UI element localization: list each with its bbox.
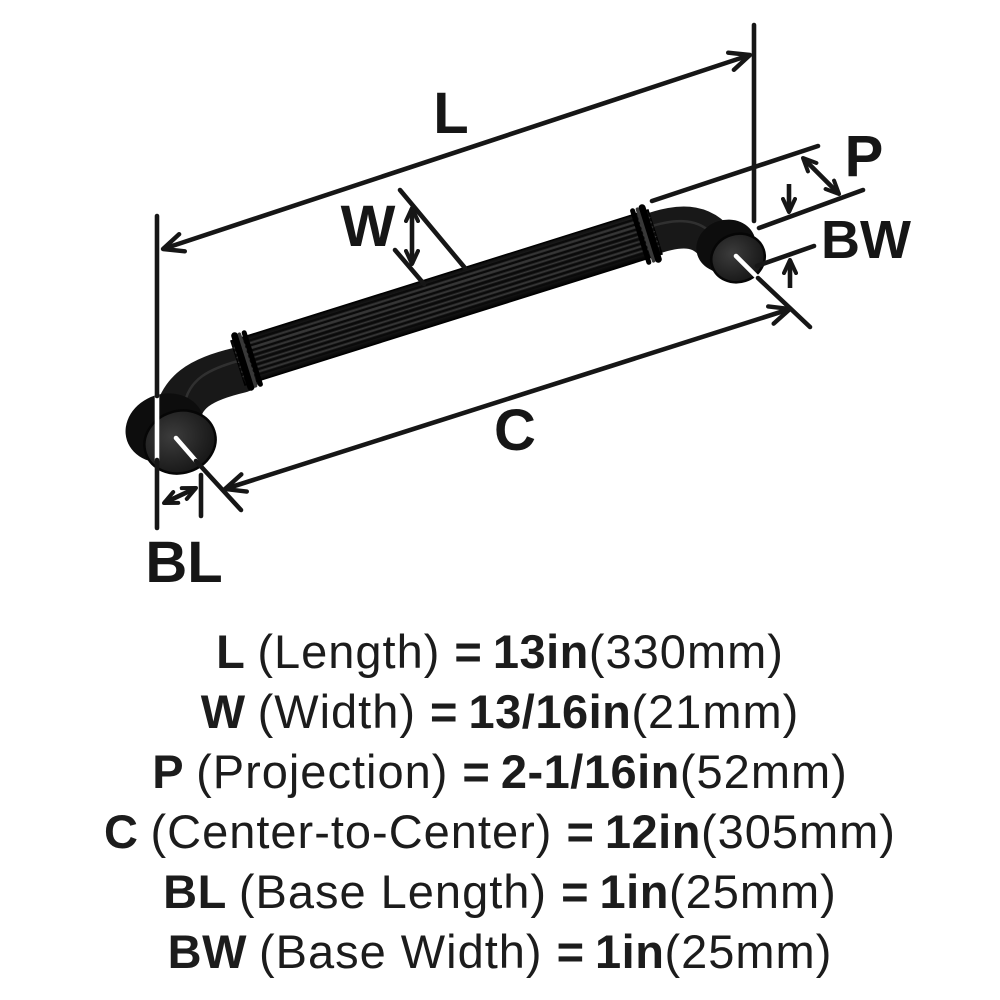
spec-row-base-width: BW (Base Width) = 1in (25mm) bbox=[168, 922, 833, 982]
spec-row-center-to-center: C (Center-to-Center) = 12in (305mm) bbox=[104, 802, 896, 862]
spec-symbol: W bbox=[200, 685, 246, 738]
spec-symbol: BL bbox=[163, 865, 227, 918]
diagram-labels: L W P BW C BL bbox=[145, 81, 911, 595]
spec-metric: (25mm) bbox=[664, 925, 833, 978]
spec-metric: (305mm) bbox=[700, 805, 896, 858]
spec-metric: (52mm) bbox=[679, 745, 848, 798]
dimension-lines bbox=[160, 50, 841, 506]
spec-name: (Base Width) bbox=[258, 925, 543, 978]
spec-symbol: BW bbox=[167, 925, 247, 978]
spec-value: 2-1/16in bbox=[500, 745, 680, 798]
bw-label: BW bbox=[821, 210, 911, 270]
c-extension-right-white-segment bbox=[733, 253, 761, 281]
spec-metric: (21mm) bbox=[631, 685, 800, 738]
c-extension-line-left bbox=[193, 458, 244, 513]
spec-metric: (330mm) bbox=[588, 625, 784, 678]
spec-equals: = bbox=[430, 685, 458, 738]
spec-name: (Center-to-Center) bbox=[150, 805, 553, 858]
c-extension-line-right bbox=[755, 275, 813, 330]
p-label: P bbox=[845, 124, 884, 189]
spec-equals: = bbox=[566, 805, 594, 858]
spec-row-length: L (Length) = 13in (330mm) bbox=[216, 622, 784, 682]
p-tick-upper bbox=[649, 143, 821, 204]
spec-value: 1in bbox=[595, 925, 665, 978]
spec-name: (Projection) bbox=[196, 745, 449, 798]
spec-metric: (25mm) bbox=[668, 865, 837, 918]
spec-equals: = bbox=[561, 865, 589, 918]
c-label: C bbox=[494, 398, 536, 463]
l-dimension-line bbox=[160, 50, 753, 254]
spec-name: (Length) bbox=[257, 625, 441, 678]
w-tick-lower bbox=[392, 247, 427, 287]
spec-row-projection: P (Projection) = 2-1/16in (52mm) bbox=[152, 742, 848, 802]
w-label: W bbox=[341, 194, 396, 259]
spec-value: 13in bbox=[492, 625, 589, 678]
spec-equals: = bbox=[454, 625, 482, 678]
spec-symbol: P bbox=[152, 745, 185, 798]
bw-tick bbox=[754, 243, 817, 269]
spec-value: 1in bbox=[599, 865, 669, 918]
spec-equals: = bbox=[556, 925, 585, 978]
spec-value: 13/16in bbox=[468, 685, 632, 738]
spec-value: 12in bbox=[604, 805, 701, 858]
spec-symbol: C bbox=[104, 805, 139, 858]
spec-row-width: W (Width) = 13/16in (21mm) bbox=[201, 682, 800, 742]
p-dimension-arrow bbox=[801, 156, 841, 196]
handle-bar bbox=[230, 204, 663, 391]
spec-symbol: L bbox=[216, 625, 246, 678]
bl-label: BL bbox=[145, 530, 222, 595]
spec-list: L (Length) = 13in (330mm) W (Width) = 13… bbox=[0, 622, 1000, 982]
spec-name: (Width) bbox=[257, 685, 417, 738]
bl-dimension-arrow bbox=[162, 485, 198, 506]
c-extension-left-white-segment bbox=[173, 435, 199, 464]
spec-equals: = bbox=[462, 745, 490, 798]
l-label: L bbox=[433, 81, 468, 146]
spec-row-base-length: BL (Base Length) = 1in (25mm) bbox=[163, 862, 837, 922]
spec-name: (Base Length) bbox=[238, 865, 548, 918]
p-tick-lower bbox=[756, 187, 866, 231]
c-dimension-line bbox=[222, 304, 793, 494]
